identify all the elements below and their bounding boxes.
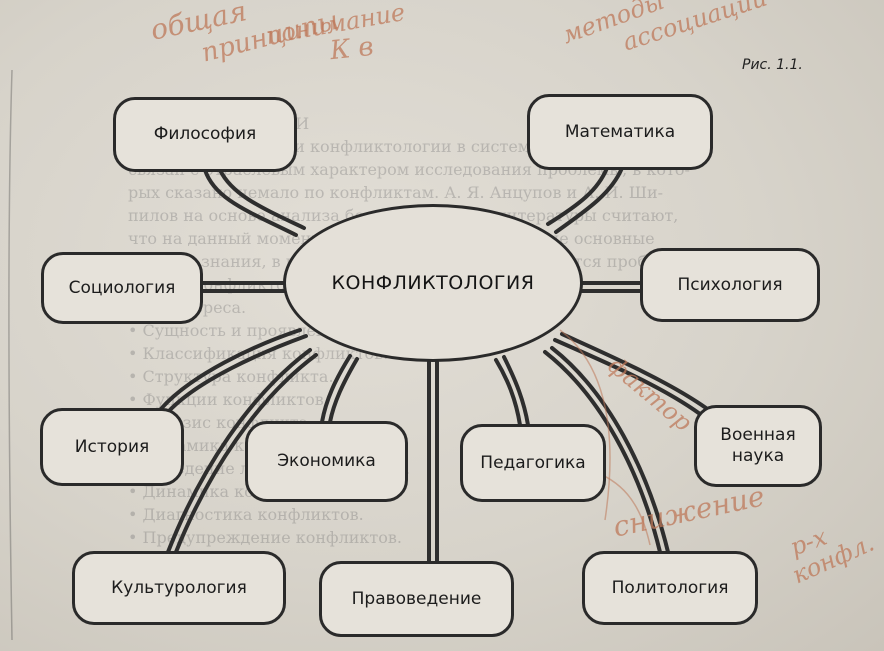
link-matematika-2 (554, 166, 624, 234)
link-matematika (546, 166, 609, 226)
link-kulturologiya (166, 348, 312, 554)
node-label: Социология (68, 277, 176, 298)
node-istoriya: История (40, 408, 184, 486)
node-politologiya: Политология (582, 551, 758, 625)
link-politologiya (543, 350, 662, 554)
node-ekonomika: Экономика (245, 421, 408, 502)
link-politologiya-2 (550, 346, 670, 554)
margin-pencil-line (8, 69, 13, 641)
link-pedagogika-2 (502, 355, 530, 427)
node-label: Правоведение (351, 588, 482, 609)
node-label: Экономика (277, 451, 376, 471)
node-label: История (74, 436, 150, 457)
node-pedagogika: Педагогика (460, 424, 606, 502)
link-filosofiya-2 (218, 168, 306, 230)
link-pedagogika (494, 358, 522, 427)
node-pravovedenie: Правоведение (319, 561, 514, 637)
node-label: Военная наука (720, 425, 796, 466)
node-sociologiya: Социология (41, 252, 203, 324)
center-node-konfliktologiya: КОНФЛИКТОЛОГИЯ (283, 204, 583, 362)
center-label: КОНФЛИКТОЛОГИЯ (331, 272, 535, 294)
link-kulturologiya-2 (174, 353, 318, 554)
node-label: Философия (153, 124, 257, 144)
node-label: Психология (677, 274, 783, 295)
link-voennaya (553, 338, 702, 416)
figure-label: Рис. 1.1. (742, 57, 803, 73)
node-kulturologiya: Культурология (72, 551, 286, 625)
link-voennaya-2 (560, 332, 708, 410)
node-psihologiya: Психология (640, 248, 820, 322)
node-voennaya-nauka: Военная наука (694, 405, 822, 487)
node-label: Культурология (111, 577, 247, 598)
node-filosofiya: Философия (113, 97, 297, 172)
link-istoriya (158, 328, 302, 412)
link-ekonomika (320, 354, 352, 424)
node-label: Математика (564, 121, 676, 142)
node-matematika: Математика (527, 94, 713, 170)
link-ekonomika-2 (328, 357, 359, 424)
link-istoriya-2 (166, 334, 308, 414)
link-filosofiya (203, 168, 298, 237)
node-label: Педагогика (480, 452, 586, 473)
node-label: Политология (611, 577, 729, 598)
